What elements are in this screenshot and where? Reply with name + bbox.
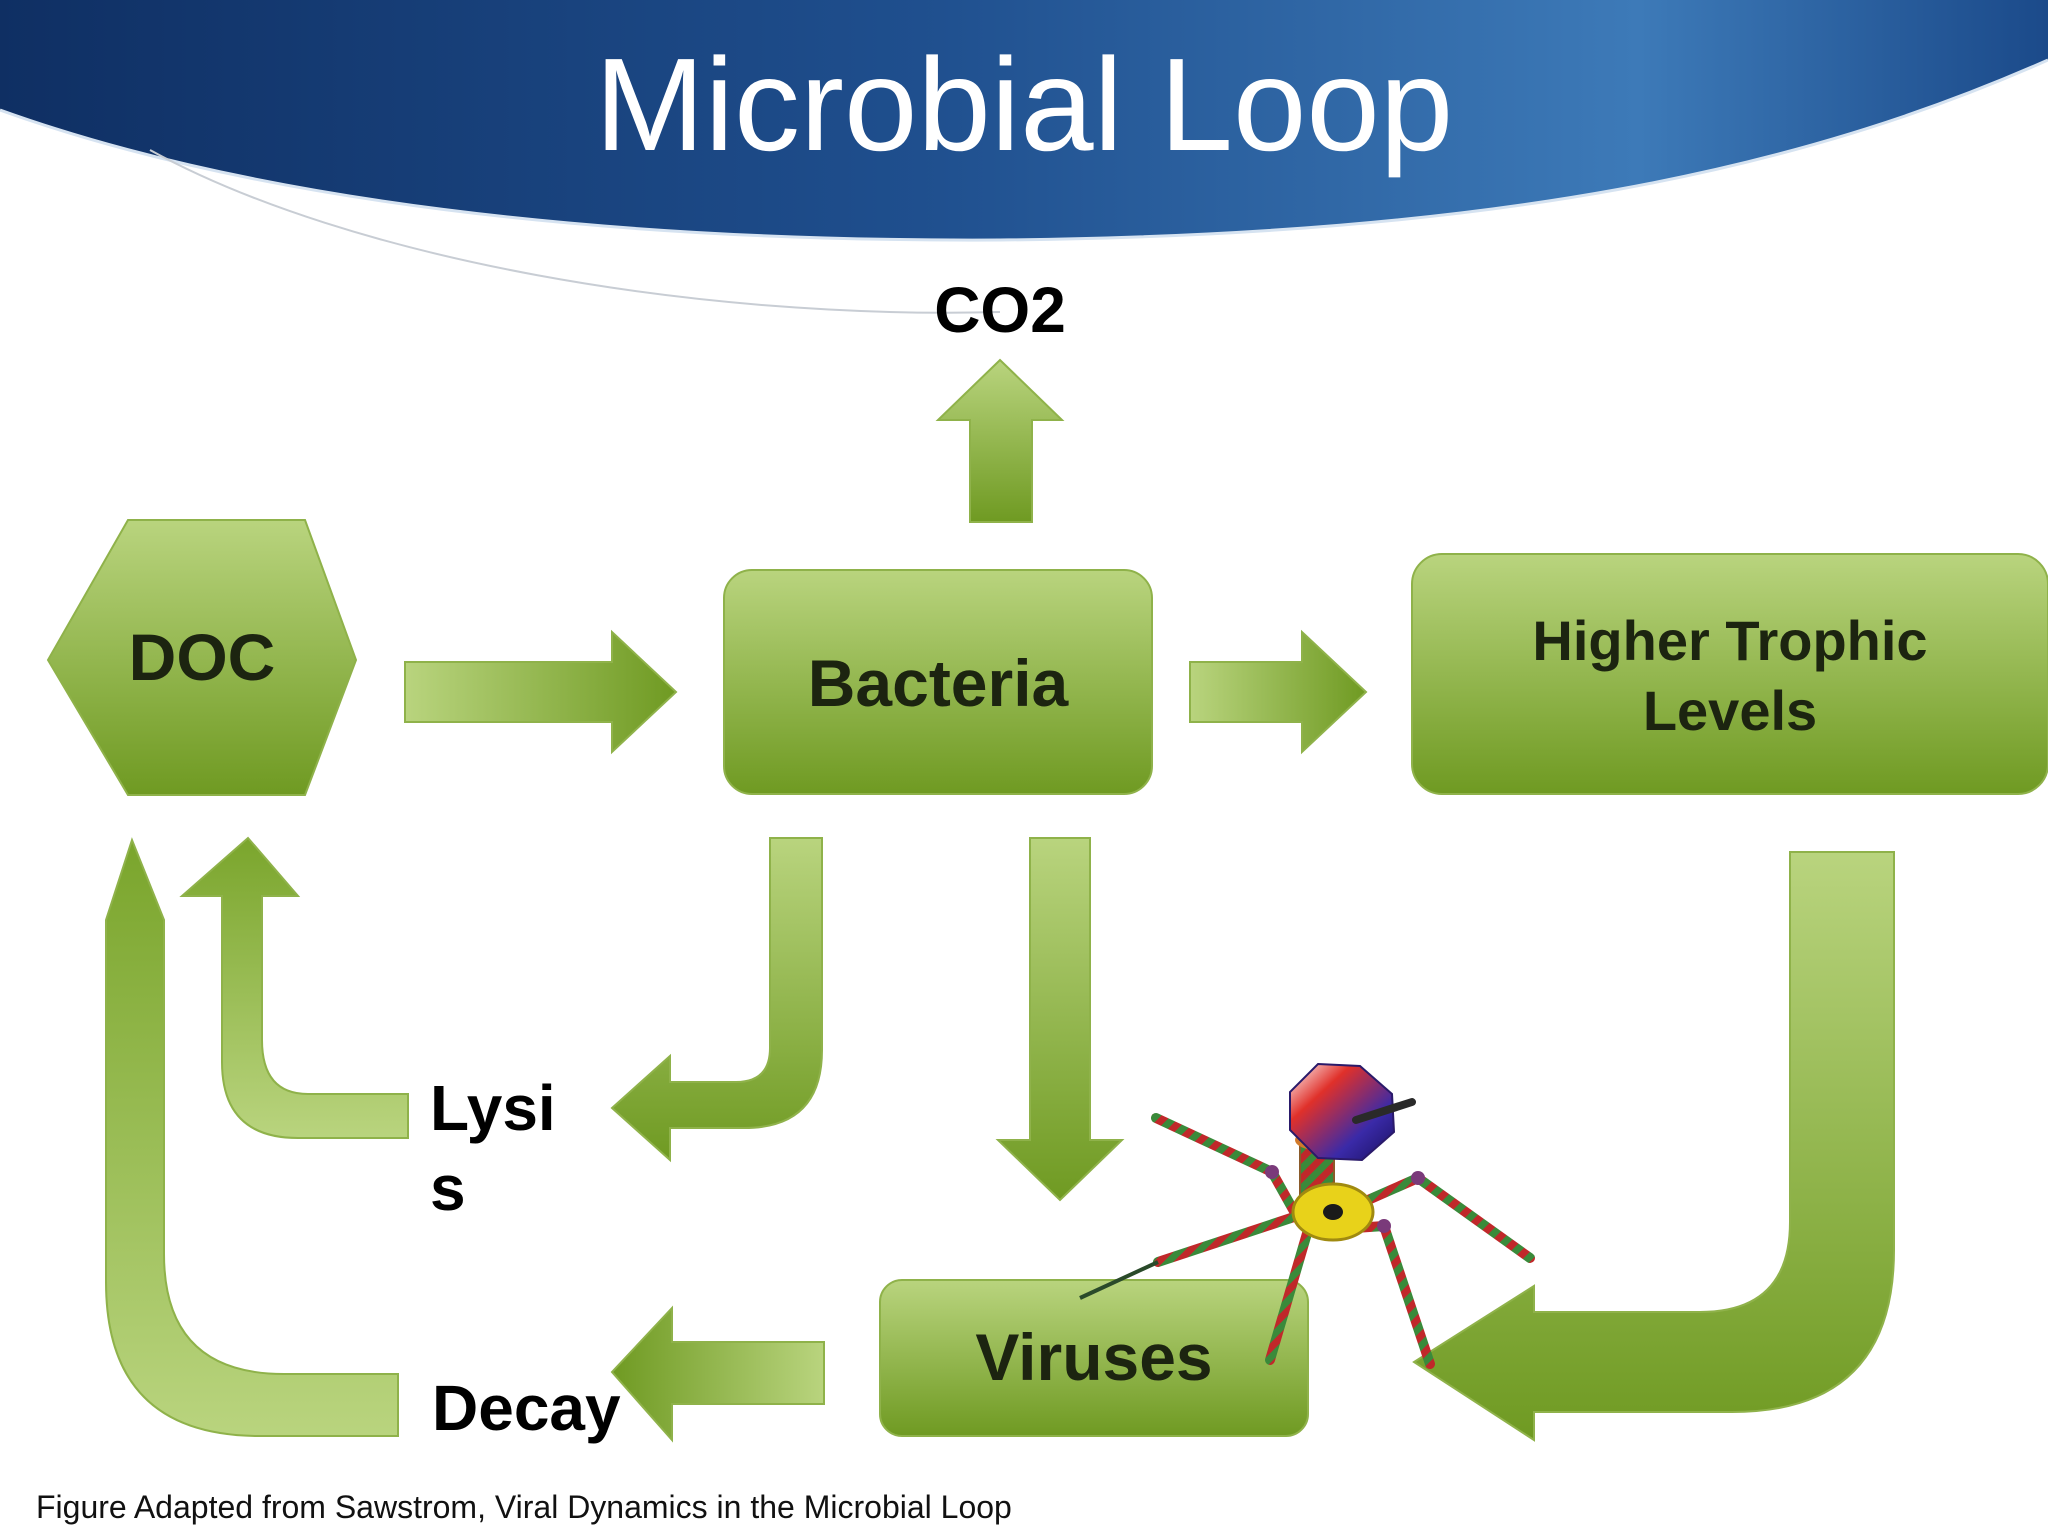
viruses-label: Viruses [975, 1320, 1212, 1394]
arrow-lysis-to-doc [179, 836, 409, 1139]
higher-trophic-label-line2: Levels [1643, 679, 1817, 742]
lysis-label-line1: Lysi [430, 1072, 556, 1144]
arrow-bacteria-to-co2 [935, 358, 1065, 523]
title-banner [0, 0, 2048, 314]
doc-label: DOC [129, 620, 276, 694]
viruses-node [879, 1279, 1309, 1437]
bacteria-node [723, 569, 1153, 795]
arrow-bacteria-to-higher-trophic [1189, 629, 1368, 755]
slide-title: Microbial Loop [595, 31, 1453, 178]
arrow-viruses-to-decay [610, 1305, 825, 1443]
arrow-bacteria-to-lysis [610, 837, 823, 1163]
arrow-bacteria-to-viruses [995, 837, 1125, 1202]
lysis-label-line2: s [430, 1152, 466, 1224]
bacteriophage-icon [1079, 1062, 1535, 1369]
higher-trophic-label-line1: Higher Trophic [1532, 609, 1927, 672]
higher-trophic-node [1411, 553, 2048, 795]
arrow-higher-trophic-to-viruses [1412, 851, 1895, 1442]
co2-label: CO2 [934, 274, 1066, 346]
decay-label: Decay [432, 1372, 621, 1444]
figure-caption: Figure Adapted from Sawstrom, Viral Dyna… [36, 1489, 1012, 1525]
doc-node [46, 519, 358, 796]
arrow-doc-to-bacteria [404, 629, 678, 755]
bacteria-label: Bacteria [808, 646, 1070, 720]
arrow-decay-to-doc [105, 837, 399, 1437]
